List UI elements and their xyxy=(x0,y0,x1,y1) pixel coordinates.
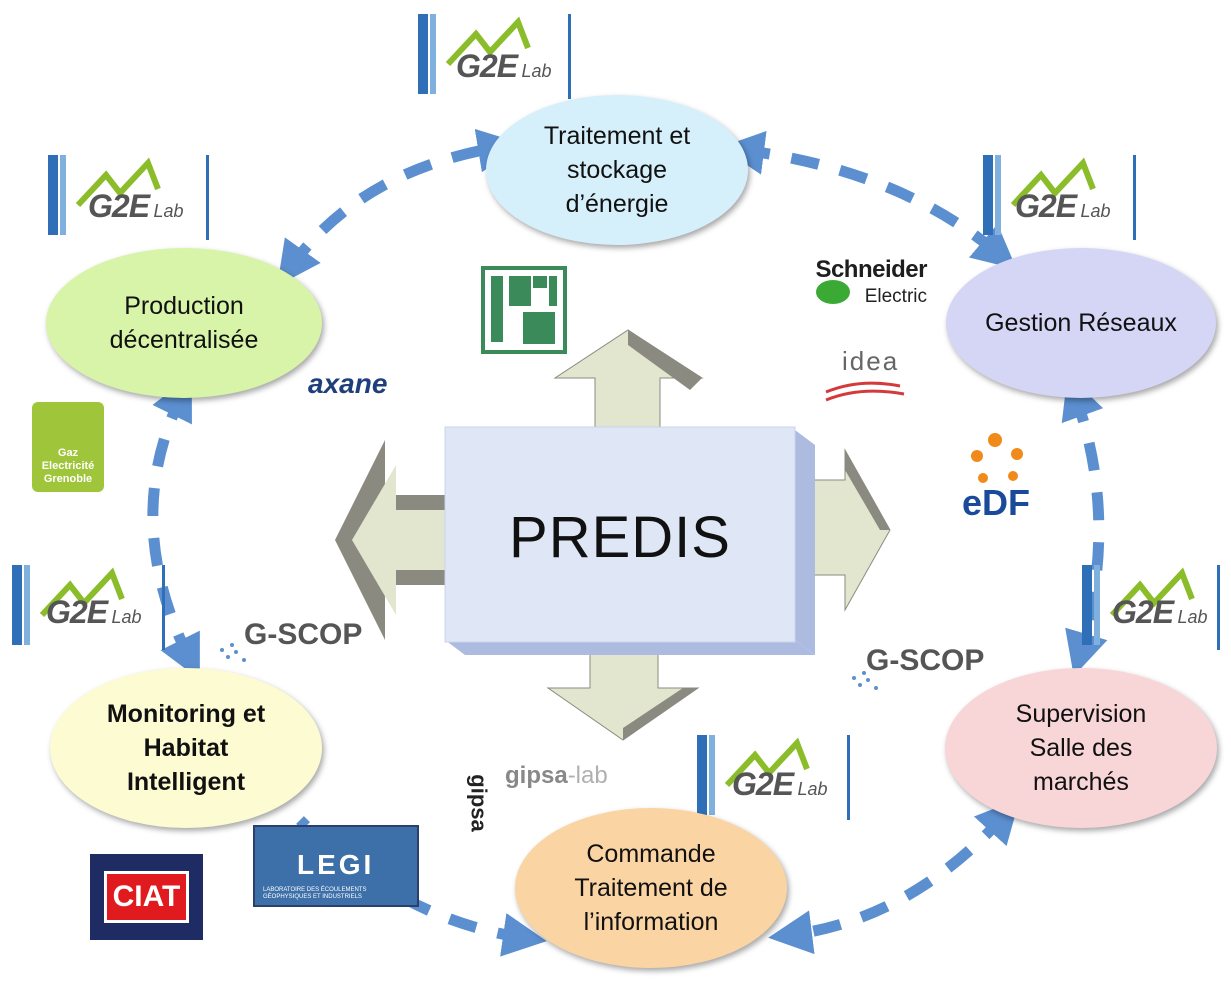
schneider-leaf-icon xyxy=(816,280,850,304)
arrow-storage-grid xyxy=(720,130,1017,270)
center-arrows xyxy=(335,329,891,741)
predis-block xyxy=(444,426,815,655)
predis-label: PREDIS xyxy=(509,505,731,570)
node-storage: Traitement et stockage d’énergie xyxy=(486,95,748,245)
gscop-dots xyxy=(220,643,878,690)
lepmi-logo xyxy=(481,266,567,354)
g2elab-graphics xyxy=(12,14,1220,820)
edf-logo: eDF xyxy=(962,482,1031,523)
g2elab-logo-supervision: G2E Lab xyxy=(1112,594,1208,630)
g2elab-logo-monitoring: G2E Lab xyxy=(46,594,142,630)
node-storage-label: Traitement et stockage d’énergie xyxy=(543,122,691,218)
idea-logo: idea xyxy=(842,346,900,376)
gscop-logo-right: G-SCOP xyxy=(866,644,985,677)
node-supervision-label: Supervision Salle des marchés xyxy=(1015,700,1147,796)
idea-swoosh-icon xyxy=(825,381,905,402)
legi-logo: LEGI LABORATOIRE DES ÉCOULEMENTS GÉOPHYS… xyxy=(253,825,419,907)
node-production-label: Production décentralisée xyxy=(109,292,259,354)
geg-logo: Gaz Electricité Grenoble xyxy=(32,402,104,492)
arrow-supervision-control xyxy=(768,798,1020,955)
node-supervision: Supervision Salle des marchés xyxy=(945,668,1217,828)
node-control: Commande Traitement de l’information xyxy=(515,808,787,968)
node-production: Production décentralisée xyxy=(46,248,322,398)
gipsa-vertical-mark: gipsa xyxy=(466,774,492,832)
gipsa-logo: gipsa-lab xyxy=(505,762,608,789)
g2elab-logo-grid: G2E Lab xyxy=(1015,188,1111,224)
node-control-label: Commande Traitement de l’information xyxy=(574,840,728,936)
axane-logo: axane xyxy=(308,368,388,399)
arrow-production-storage xyxy=(277,128,522,286)
g2elab-logo-control: G2E Lab xyxy=(732,766,828,802)
ciat-logo: CIAT xyxy=(90,854,203,940)
node-grid-label: Gestion Réseaux xyxy=(985,309,1177,337)
node-grid: Gestion Réseaux xyxy=(946,248,1216,398)
arrow-monitoring-production xyxy=(147,375,200,680)
node-monitoring: Monitoring et Habitat Intelligent xyxy=(50,668,322,828)
g2elab-logo-production: G2E Lab xyxy=(88,188,184,224)
edf-flame-icon xyxy=(971,433,1023,483)
node-monitoring-label: Monitoring et Habitat Intelligent xyxy=(106,700,266,796)
g2elab-logo-top: G2E Lab xyxy=(456,48,552,84)
schneider-logo: Schneider Electric xyxy=(815,256,927,307)
down-arrow xyxy=(546,644,700,741)
gscop-logo-left: G-SCOP xyxy=(244,618,363,651)
